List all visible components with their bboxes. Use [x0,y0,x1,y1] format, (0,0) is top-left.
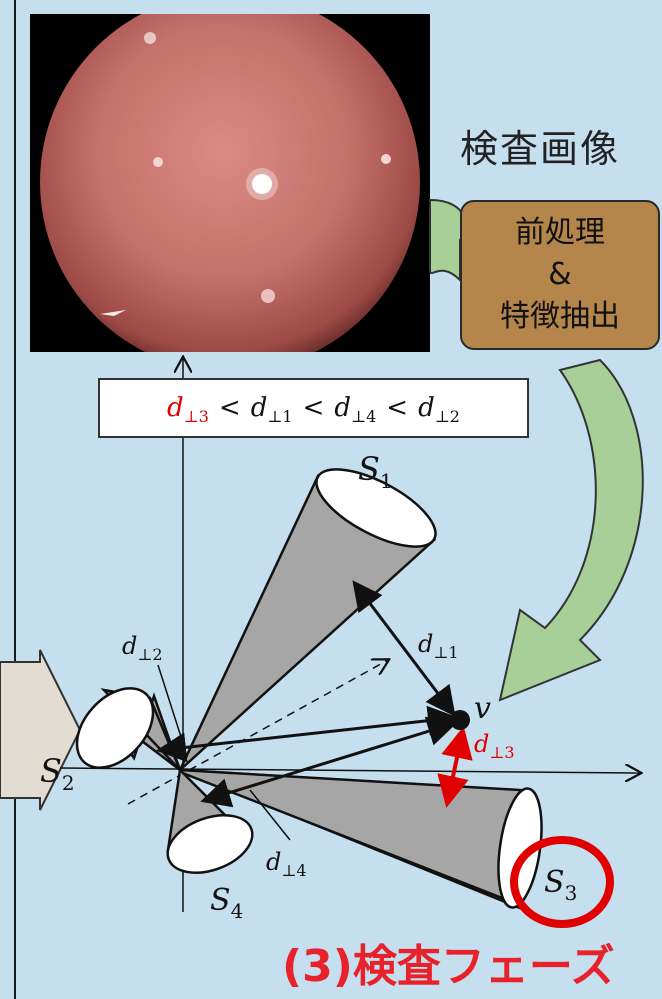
label-d1: d⊥1 [418,630,459,662]
label-s3: S3 [544,865,577,905]
ineq-op-1: < [209,393,251,423]
label-s4: S4 [210,883,243,923]
phase-label: (3)検査フェーズ [282,930,615,994]
ineq-term-d1: d⊥1 [251,393,293,423]
label-d4: d⊥4 [266,848,307,880]
feature-point-v [450,710,470,730]
ineq-term-d4: d⊥4 [334,393,376,423]
preprocess-line1: 前処理 [462,212,658,254]
ineq-op-3: < [376,393,418,423]
label-s1: S1 [358,450,393,493]
label-d3: d⊥3 [474,730,515,762]
ineq-op-2: < [293,393,335,423]
preprocess-line2: & [462,254,658,296]
distance-inequality: d⊥3<d⊥1<d⊥4<d⊥2 [98,378,529,438]
ineq-term-d2: d⊥2 [418,393,460,423]
label-v: v [474,691,491,726]
cone-s2 [62,674,180,783]
label-s2: S2 [40,752,75,795]
preprocess-box: 前処理 & 特徴抽出 [460,200,660,350]
x-axis [60,768,640,773]
preprocess-line3: 特徴抽出 [462,296,658,338]
label-d2: d⊥2 [122,632,163,664]
ineq-term-d3: d⊥3 [167,393,209,423]
